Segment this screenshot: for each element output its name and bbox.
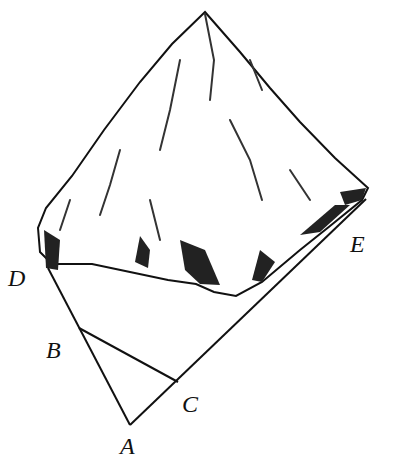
mountain-shading bbox=[60, 14, 310, 240]
line-bc bbox=[79, 328, 178, 382]
point-label: B bbox=[46, 338, 61, 362]
point-label: A bbox=[120, 434, 135, 458]
survey-lines bbox=[48, 199, 366, 425]
mountain-dark-patches bbox=[44, 188, 366, 285]
point-label: C bbox=[182, 392, 198, 416]
mountain-outline bbox=[38, 12, 368, 296]
point-label: D bbox=[8, 266, 25, 290]
point-label: E bbox=[350, 232, 365, 256]
line-ae bbox=[130, 199, 366, 425]
